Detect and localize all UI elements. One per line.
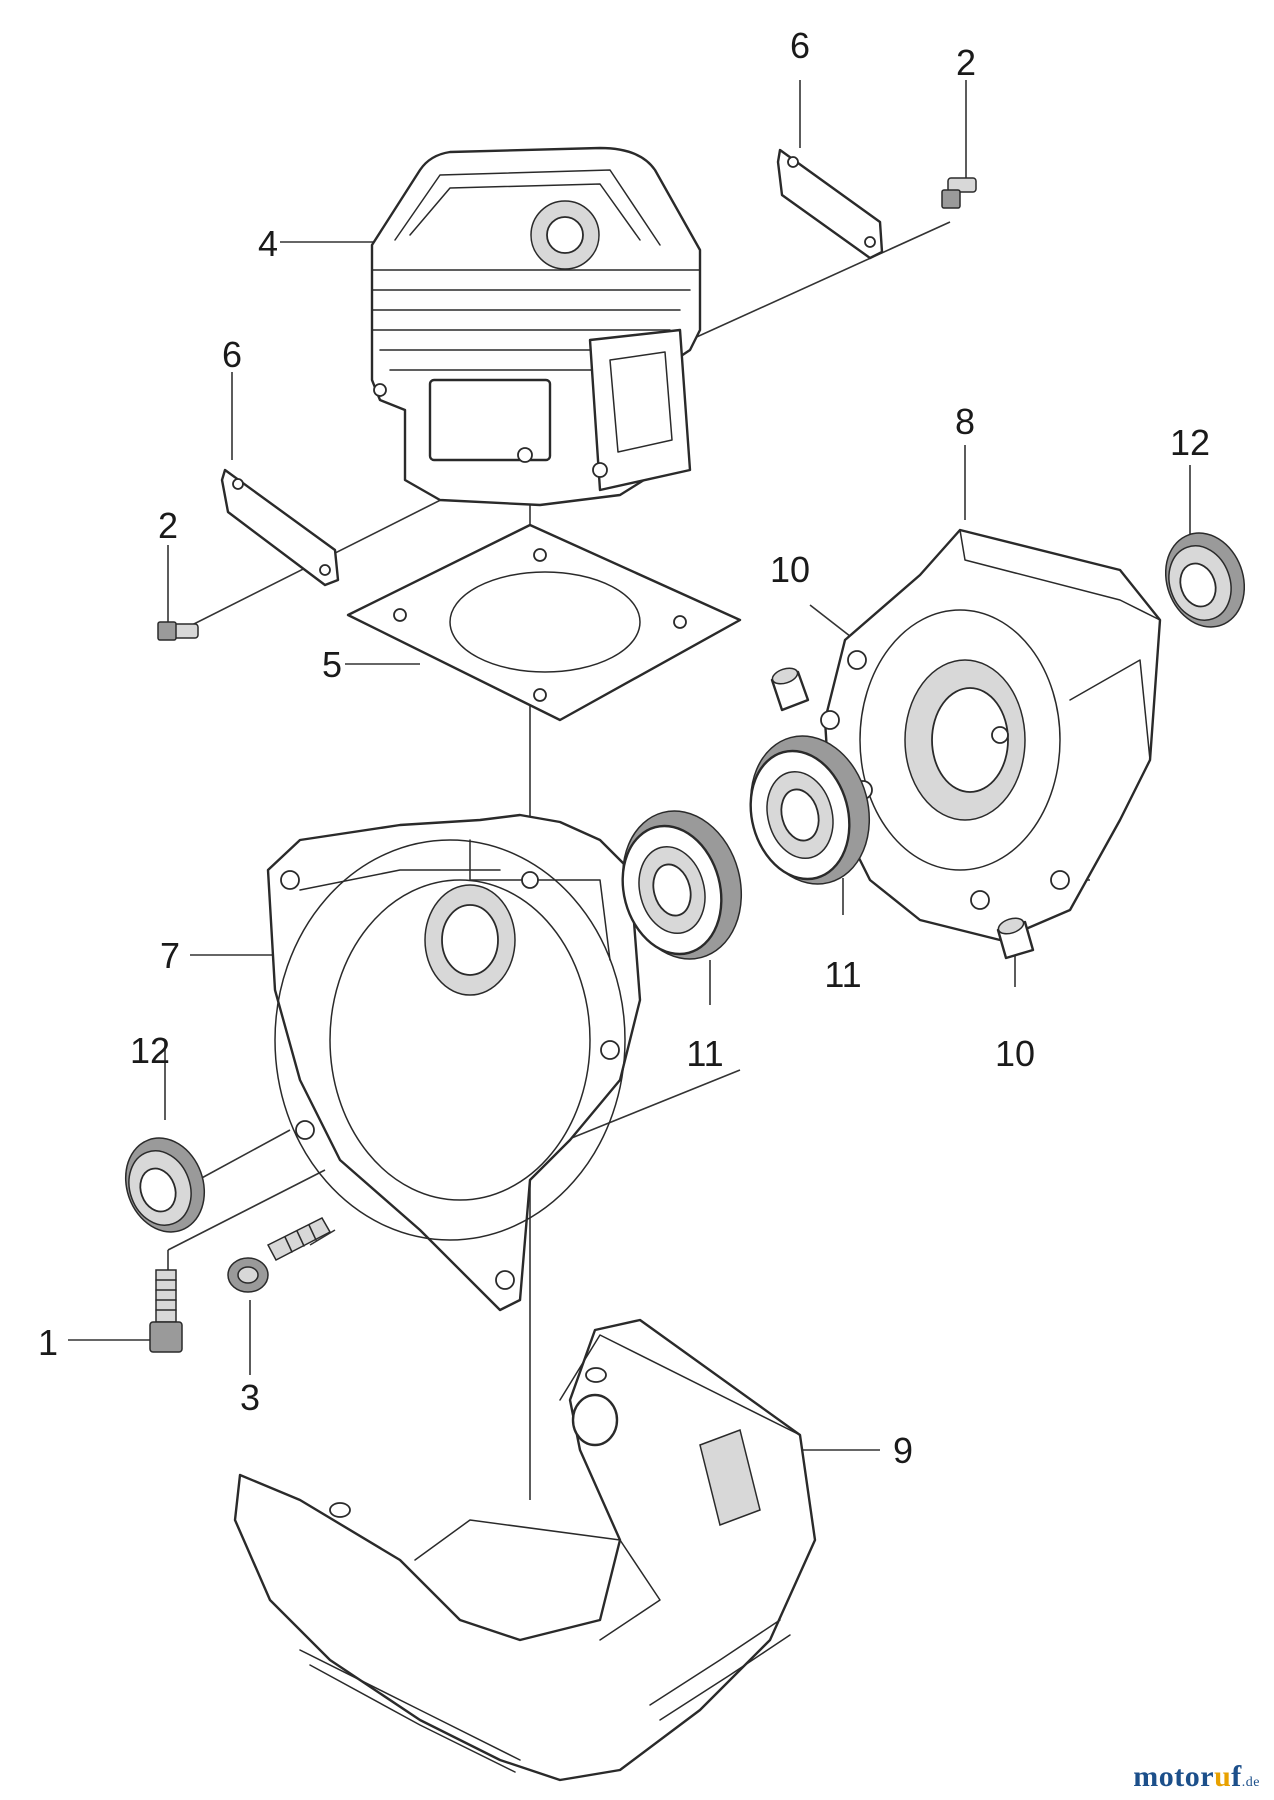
screw-top <box>941 177 977 209</box>
dowel-pin-bottom <box>996 917 1035 960</box>
callout-6-top: 6 <box>790 25 810 66</box>
callout-11-right: 11 <box>824 954 861 995</box>
watermark-brand-end: f <box>1231 1760 1242 1793</box>
gasket-part <box>346 523 742 722</box>
callout-7: 7 <box>160 935 180 976</box>
callout-4: 4 <box>258 223 278 264</box>
crankcase-right-part <box>820 528 1162 942</box>
watermark-tld: .de <box>1241 1775 1260 1790</box>
callout-2-top: 2 <box>956 42 976 83</box>
callout-8: 8 <box>955 401 975 442</box>
callout-5: 5 <box>322 644 342 685</box>
callout-labels: 6 2 4 6 8 12 2 10 5 7 11 11 10 12 1 3 9 <box>38 25 1210 1471</box>
motoruf-watermark-logo: motoruf.de <box>1133 1760 1260 1794</box>
callout-11-left: 11 <box>686 1033 723 1074</box>
callout-3: 3 <box>240 1377 260 1418</box>
bolt-3 <box>227 1217 332 1293</box>
cylinder-part <box>370 146 702 507</box>
oil-seal-left <box>124 1137 206 1233</box>
callout-10-bottom: 10 <box>995 1033 1035 1074</box>
callout-10-top: 10 <box>770 549 810 590</box>
cover-plate-top <box>776 148 884 260</box>
callout-2-left: 2 <box>158 505 178 546</box>
watermark-brand-dot: u <box>1214 1760 1232 1793</box>
callout-12-left: 12 <box>130 1030 170 1071</box>
callout-9: 9 <box>893 1430 913 1471</box>
bearing-left <box>621 810 743 960</box>
bearing-right <box>749 735 871 885</box>
watermark-brand-main: motor <box>1133 1760 1215 1793</box>
dowel-pin-top <box>770 667 810 712</box>
screw-left <box>157 621 199 641</box>
callout-1: 1 <box>38 1322 58 1363</box>
tank-guard-part <box>233 1318 817 1782</box>
cover-plate-left <box>220 468 340 587</box>
crankcase-left-part <box>266 813 642 1312</box>
callout-12-right: 12 <box>1170 422 1210 463</box>
bolt-1 <box>149 1269 183 1353</box>
oil-seal-right <box>1164 532 1246 628</box>
callout-6-left: 6 <box>222 334 242 375</box>
